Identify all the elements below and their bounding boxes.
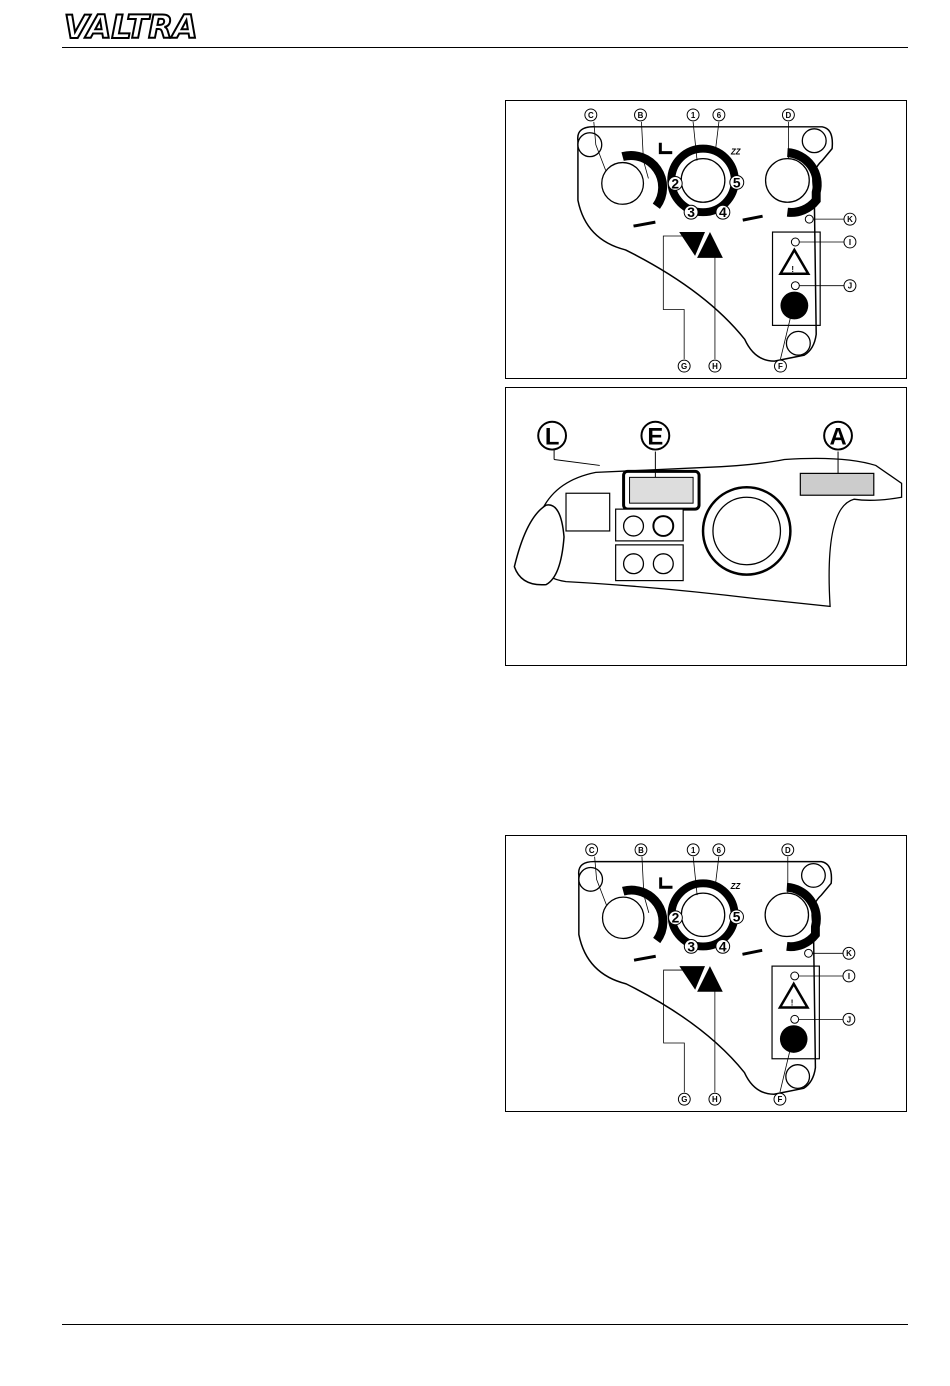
svg-text:3: 3 xyxy=(687,939,695,954)
svg-text:2: 2 xyxy=(672,911,680,926)
svg-text:K: K xyxy=(846,949,852,958)
display-e xyxy=(630,477,694,503)
control-panel-illustration-2: ZZ ! C B 1 6 D K I J G H F 2 3 4 xyxy=(506,836,906,1111)
callout-j: J xyxy=(843,1013,855,1025)
callout-f: F xyxy=(774,1093,786,1105)
callout-k: K xyxy=(843,947,855,959)
knob-central xyxy=(681,159,725,203)
callout-b: B xyxy=(635,844,647,856)
knob-position-5: 5 xyxy=(730,174,744,190)
svg-text:B: B xyxy=(638,846,644,855)
callout-6: 6 xyxy=(713,109,725,121)
callout-h: H xyxy=(709,1093,721,1105)
knob-position-3: 3 xyxy=(684,204,698,220)
svg-text:5: 5 xyxy=(733,174,741,190)
figure-control-panel-2: ZZ ! C B 1 6 D K I J G H F 2 3 4 xyxy=(505,835,907,1112)
callout-i: I xyxy=(844,236,856,248)
knob-position-2: 2 xyxy=(668,175,682,191)
svg-text:I: I xyxy=(849,238,851,247)
control-panel-illustration-1: ZZ ! C B 1 6 D K I J G H F xyxy=(506,101,906,378)
svg-text:J: J xyxy=(848,282,852,291)
callout-h: H xyxy=(709,360,721,372)
knob-d xyxy=(765,893,808,936)
svg-text:4: 4 xyxy=(719,204,727,220)
svg-text:D: D xyxy=(786,111,792,120)
svg-text:5: 5 xyxy=(733,910,741,925)
svg-text:G: G xyxy=(681,1095,687,1104)
svg-text:1: 1 xyxy=(691,846,696,855)
svg-text:K: K xyxy=(847,215,853,224)
svg-text:!: ! xyxy=(791,265,794,274)
callout-c: C xyxy=(586,844,598,856)
svg-text:B: B xyxy=(638,111,644,120)
svg-text:6: 6 xyxy=(717,111,722,120)
thumbwheel-a xyxy=(800,473,873,495)
svg-text:6: 6 xyxy=(717,846,722,855)
callout-b: B xyxy=(635,109,647,121)
svg-text:H: H xyxy=(712,1095,718,1104)
svg-text:I: I xyxy=(848,972,850,981)
callout-i: I xyxy=(843,970,855,982)
callout-d: D xyxy=(782,109,794,121)
svg-text:L: L xyxy=(545,424,560,451)
header-rule xyxy=(62,47,908,48)
svg-text:J: J xyxy=(847,1015,851,1024)
callout-j: J xyxy=(844,280,856,292)
svg-text:A: A xyxy=(829,424,846,451)
parking-brake-button xyxy=(780,1025,808,1053)
knob-central xyxy=(681,893,724,936)
svg-text:!: ! xyxy=(791,999,794,1008)
footer-rule xyxy=(62,1324,908,1325)
svg-text:4: 4 xyxy=(719,939,727,954)
valtra-logo: VALTRA xyxy=(62,6,202,44)
rotary-control xyxy=(713,497,781,565)
figure-armrest-console: L E A xyxy=(505,387,907,666)
callout-d: D xyxy=(782,844,794,856)
callout-c: C xyxy=(585,109,597,121)
callout-k: K xyxy=(844,213,856,225)
svg-text:G: G xyxy=(681,362,687,371)
knob-c xyxy=(603,897,644,938)
svg-text:2: 2 xyxy=(671,175,679,191)
svg-text:C: C xyxy=(588,111,594,120)
knob-position-4: 4 xyxy=(716,204,730,220)
callout-1: 1 xyxy=(687,109,699,121)
callout-e: E xyxy=(641,422,669,451)
svg-text:D: D xyxy=(785,846,791,855)
joystick-lever xyxy=(514,505,564,585)
svg-text:C: C xyxy=(589,846,595,855)
svg-text:1: 1 xyxy=(691,111,696,120)
knob-d xyxy=(766,159,810,203)
svg-text:3: 3 xyxy=(687,204,695,220)
svg-text:ZZ: ZZ xyxy=(730,882,742,891)
svg-text:F: F xyxy=(778,362,783,371)
figure-control-panel-1: ZZ ! C B 1 6 D K I J G H F xyxy=(505,100,907,379)
callout-l: L xyxy=(538,422,566,451)
brand-wordmark: VALTRA xyxy=(64,8,198,44)
svg-text:ZZ: ZZ xyxy=(730,148,742,157)
parking-brake-button xyxy=(780,292,808,320)
callout-g: G xyxy=(678,1093,690,1105)
callout-6: 6 xyxy=(713,844,725,856)
callout-a: A xyxy=(824,422,852,451)
svg-text:E: E xyxy=(647,424,663,451)
callout-f: F xyxy=(775,360,787,372)
armrest-console-illustration: L E A xyxy=(506,388,906,665)
svg-text:H: H xyxy=(712,362,718,371)
callout-1: 1 xyxy=(687,844,699,856)
knob-c xyxy=(602,163,644,205)
callout-g: G xyxy=(678,360,690,372)
svg-text:F: F xyxy=(778,1095,783,1104)
